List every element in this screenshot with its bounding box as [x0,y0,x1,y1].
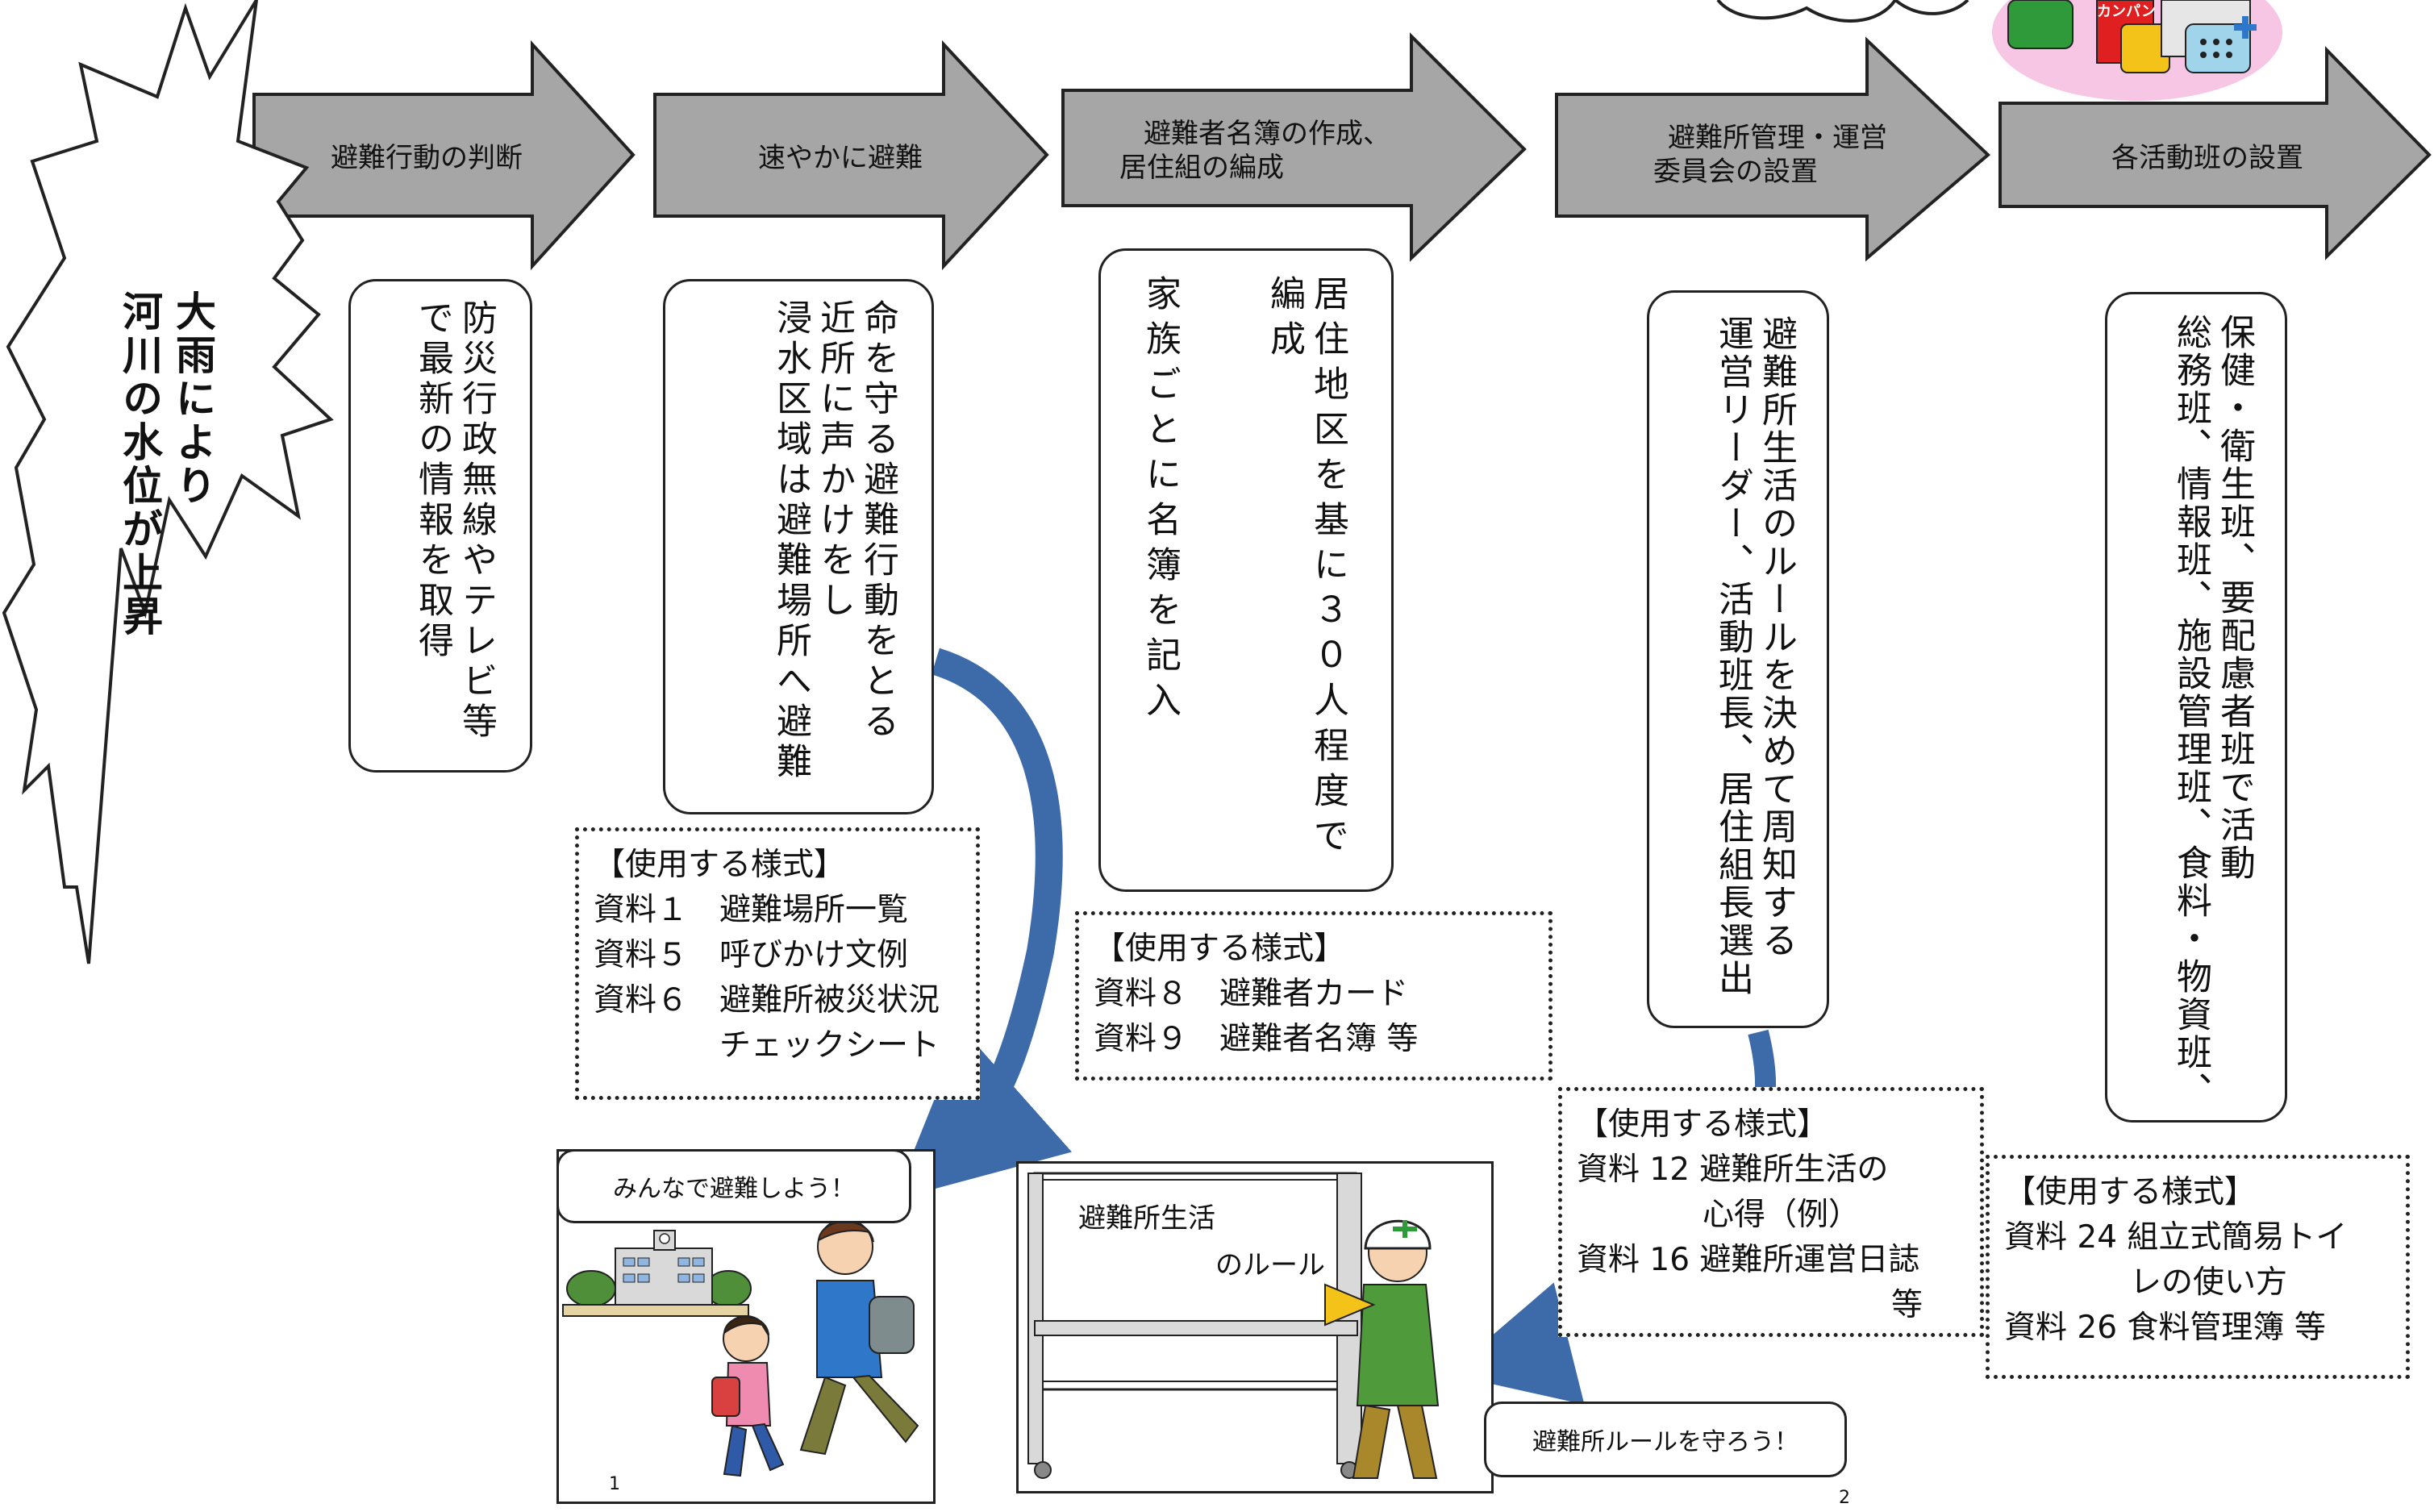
burst-line-1: 大雨により [169,290,216,508]
forms-2-line-2: 資料９ 避難者名簿 等 [1094,1021,1419,1057]
description-box-4: 避難所生活のルールを決めて周知する 運営リーダー、活動班長、居住組長選出 [1647,290,1829,1028]
forms-1-line-4: チェックシート [594,1027,940,1064]
rules-drawing [1027,1172,1440,1479]
rules-caption: 避難所ルールを守ろう！ [1532,1428,1798,1456]
thought-cloud [1716,0,1969,23]
step-title-4-line-2: 委員会の設置 [1653,156,1818,188]
description-5-line-1: 保健・衛生班、要配慮者班で活動 [2214,314,2255,882]
step-title-3-line-1: 避難者名簿の作成、 [1144,118,1390,150]
step-arrow-5 [1998,46,2432,260]
forms-1-line-3: 資料６ 避難所被災状況 [594,982,940,1018]
forms-box-4: 【使用する様式】 資料 24 組立式簡易トイ レの使い方 資料 26 食料管理簿… [1986,1155,2410,1379]
forms-3-line-3: 資料 16 避難所運営日誌 [1577,1242,1920,1278]
forms-4-line-3: 資料 26 食料管理簿 等 [2004,1310,2326,1346]
forms-2-line-1: 資料８ 避難者カード [1094,976,1409,1012]
forms-1-heading: 【使用する様式】 [594,847,846,883]
forms-box-3: 【使用する様式】 資料 12 避難所生活の 心得（例） 資料 16 避難所運営日… [1558,1087,1984,1337]
forms-box-1: 【使用する様式】 資料１ 避難場所一覧 資料５ 呼びかけ文例 資料６ 避難所被災… [575,827,980,1100]
description-2-line-3: 浸水区域は避難場所へ避難 [770,299,811,783]
curve-arrow-1 [894,648,1073,1200]
burst-line-2: 河川の水位が上昇 [116,290,163,639]
description-2-line-2: 近所に声かけをし [814,299,855,622]
step-title-3: 避難者名簿の作成、 居住組の編成 [1119,117,1390,185]
board-text-line-1: 避難所生活 [1078,1202,1215,1235]
forms-1-line-1: 資料１ 避難場所一覧 [594,892,909,928]
description-2-line-1: 命を守る避難行動をとる [857,299,898,743]
forms-4-heading: 【使用する様式】 [2004,1174,2257,1210]
evacuate-caption-bubble: みんなで避難しよう！ [556,1149,911,1223]
step-arrow-2 [653,40,1049,271]
description-5-line-2: 総務班、情報班、施設管理班、食料・物資班、 [2170,314,2211,1110]
evacuate-illustration: みんなで避難しよう！ 1 [556,1149,936,1504]
forms-1-line-2: 資料５ 呼びかけ文例 [594,937,909,973]
step-title-1: 避難行動の判断 [331,142,523,174]
forms-3-line-2: 心得（例） [1577,1197,1861,1233]
step-arrow-1 [252,40,636,271]
forms-3-line-4: 等 [1577,1287,1923,1323]
step-arrow-3 [1061,32,1527,262]
description-3-line-2: 家族ごとに名簿を記入 [1140,275,1181,727]
step-title-4-line-1: 避難所管理・運営 [1668,122,1887,154]
supplies-illustration: カンパン [1976,0,2315,113]
step-title-3-line-2: 居住組の編成 [1119,152,1284,184]
step-title-4: 避難所管理・運営 委員会の設置 [1653,121,1887,189]
rules-caption-bubble: 避難所ルールを守ろう！ [1484,1402,1847,1477]
supplies-label: カンパン [2097,3,2156,20]
step-arrow-4 [1555,36,1990,262]
page-number-1: 1 [609,1474,620,1494]
description-1-line-2: で最新の情報を取得 [412,299,453,662]
forms-3-heading: 【使用する様式】 [1577,1106,1829,1143]
rules-illustration: 避難所生活 のルール [1016,1161,1494,1493]
description-box-2: 命を守る避難行動をとる 近所に声かけをし 浸水区域は避難場所へ避難 [663,279,934,814]
evacuate-caption: みんなで避難しよう！ [613,1175,855,1203]
forms-4-line-1: 資料 24 組立式簡易トイ [2004,1219,2348,1256]
forms-box-2: 【使用する様式】 資料８ 避難者カード 資料９ 避難者名簿 等 [1075,911,1553,1081]
description-1-line-1: 防災行政無線やテレビ等 [456,299,497,743]
description-3-line-1: 居住地区を基に３０人程度で編成 [1264,275,1348,862]
evacuate-drawing [562,1218,919,1477]
supplies-drawing [1992,0,2282,101]
forms-2-heading: 【使用する様式】 [1094,931,1346,967]
board-text-line-2: のルール [1215,1249,1325,1281]
description-box-3: 居住地区を基に３０人程度で編成 家族ごとに名簿を記入 [1098,248,1394,892]
step-title-2: 速やかに避難 [758,142,923,174]
curve-arrow-3 [1447,1282,1585,1405]
forms-4-line-2: レの使い方 [2004,1264,2288,1301]
description-4-line-2: 運営リーダー、活動班長、居住組長選出 [1712,315,1753,998]
burst-text: 大雨により 河川の水位が上昇 [113,290,219,710]
description-4-line-1: 避難所生活のルールを決めて周知する [1756,315,1797,960]
step-title-5: 各活動班の設置 [2111,142,2303,174]
page-number-2: 2 [1839,1488,1850,1508]
description-box-5: 保健・衛生班、要配慮者班で活動 総務班、情報班、施設管理班、食料・物資班、 [2105,292,2287,1123]
description-box-1: 防災行政無線やテレビ等 で最新の情報を取得 [348,279,532,773]
burst-shape [2,0,334,964]
forms-3-line-1: 資料 12 避難所生活の [1577,1152,1889,1188]
